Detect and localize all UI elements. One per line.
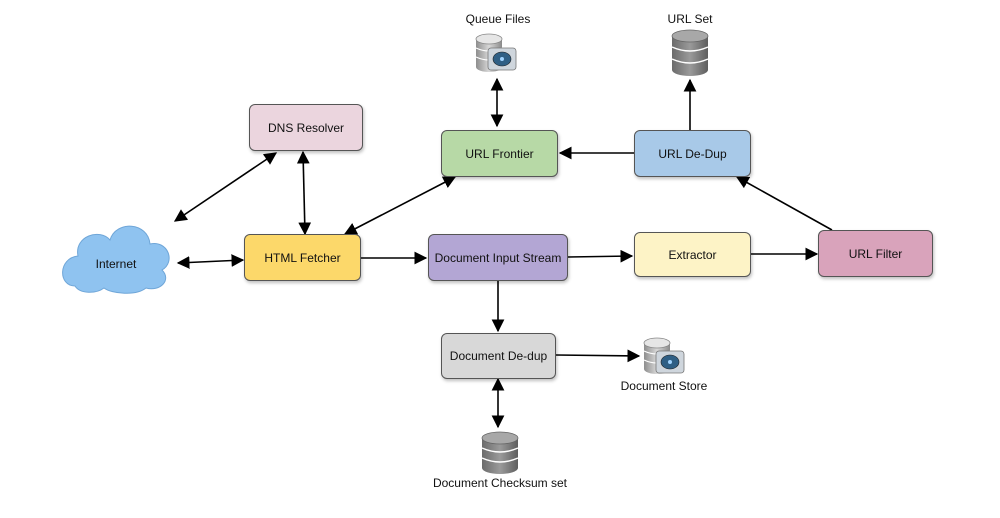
- extractor-node: Extractor: [634, 232, 751, 277]
- edge-document-dedup-document-store: [555, 349, 641, 363]
- html-fetcher-label: HTML Fetcher: [264, 250, 341, 265]
- database-icon: [481, 431, 519, 474]
- url-filter-node: URL Filter: [818, 230, 933, 277]
- edges: [173, 77, 833, 429]
- edge-html-fetcher-url-frontier: [343, 176, 457, 235]
- database-icon: [671, 29, 709, 76]
- extractor-label: Extractor: [668, 247, 717, 262]
- cloud-icon: [62, 225, 170, 294]
- url-filter-label: URL Filter: [848, 246, 903, 261]
- url-set-label: URL Set: [667, 12, 713, 26]
- document-checksum-set-label: Document Checksum set: [432, 476, 568, 490]
- dns-resolver-label: DNS Resolver: [267, 120, 345, 135]
- internet-label: Internet: [95, 257, 137, 271]
- html-fetcher-node: HTML Fetcher: [244, 234, 361, 281]
- document-store-label: Document Store: [620, 379, 708, 393]
- document-dedup-node: Document De-dup: [441, 333, 556, 379]
- document-input-stream-label: Document Input Stream: [434, 250, 562, 265]
- url-dedup-node: URL De-Dup: [634, 130, 751, 177]
- edge-document-input-stream-extractor: [567, 249, 634, 263]
- url-frontier-node: URL Frontier: [441, 130, 558, 177]
- queue-files-label: Queue Files: [465, 12, 531, 26]
- edge-url-filter-url-dedup: [735, 176, 833, 231]
- edge-internet-dns-resolver: [173, 152, 278, 222]
- database-disk-icon: [475, 33, 517, 72]
- edge-dns-resolver-html-fetcher: [296, 150, 312, 236]
- document-dedup-label: Document De-dup: [449, 349, 548, 363]
- dns-resolver-node: DNS Resolver: [249, 104, 363, 151]
- edge-internet-html-fetcher: [176, 254, 245, 269]
- database-disk-icon: [643, 337, 685, 374]
- document-input-stream-node: Document Input Stream: [428, 234, 568, 281]
- url-frontier-label: URL Frontier: [465, 146, 534, 161]
- url-dedup-label: URL De-Dup: [658, 146, 727, 161]
